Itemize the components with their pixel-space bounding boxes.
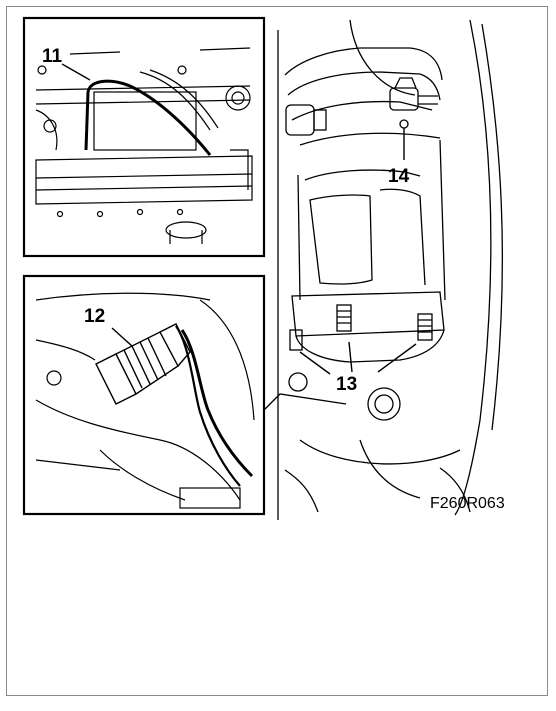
main-view-leaders bbox=[299, 128, 417, 375]
main-view bbox=[277, 19, 504, 520]
page-frame bbox=[6, 6, 548, 696]
inset-12 bbox=[22, 274, 266, 516]
inset-connector-line bbox=[263, 393, 347, 411]
callout-12: 12 bbox=[84, 306, 105, 327]
inset-11 bbox=[22, 16, 266, 258]
callout-11: 11 bbox=[42, 46, 63, 67]
callout-14: 14 bbox=[388, 166, 410, 187]
callout-13: 13 bbox=[336, 374, 357, 395]
figure-code: F260R063 bbox=[430, 495, 505, 512]
